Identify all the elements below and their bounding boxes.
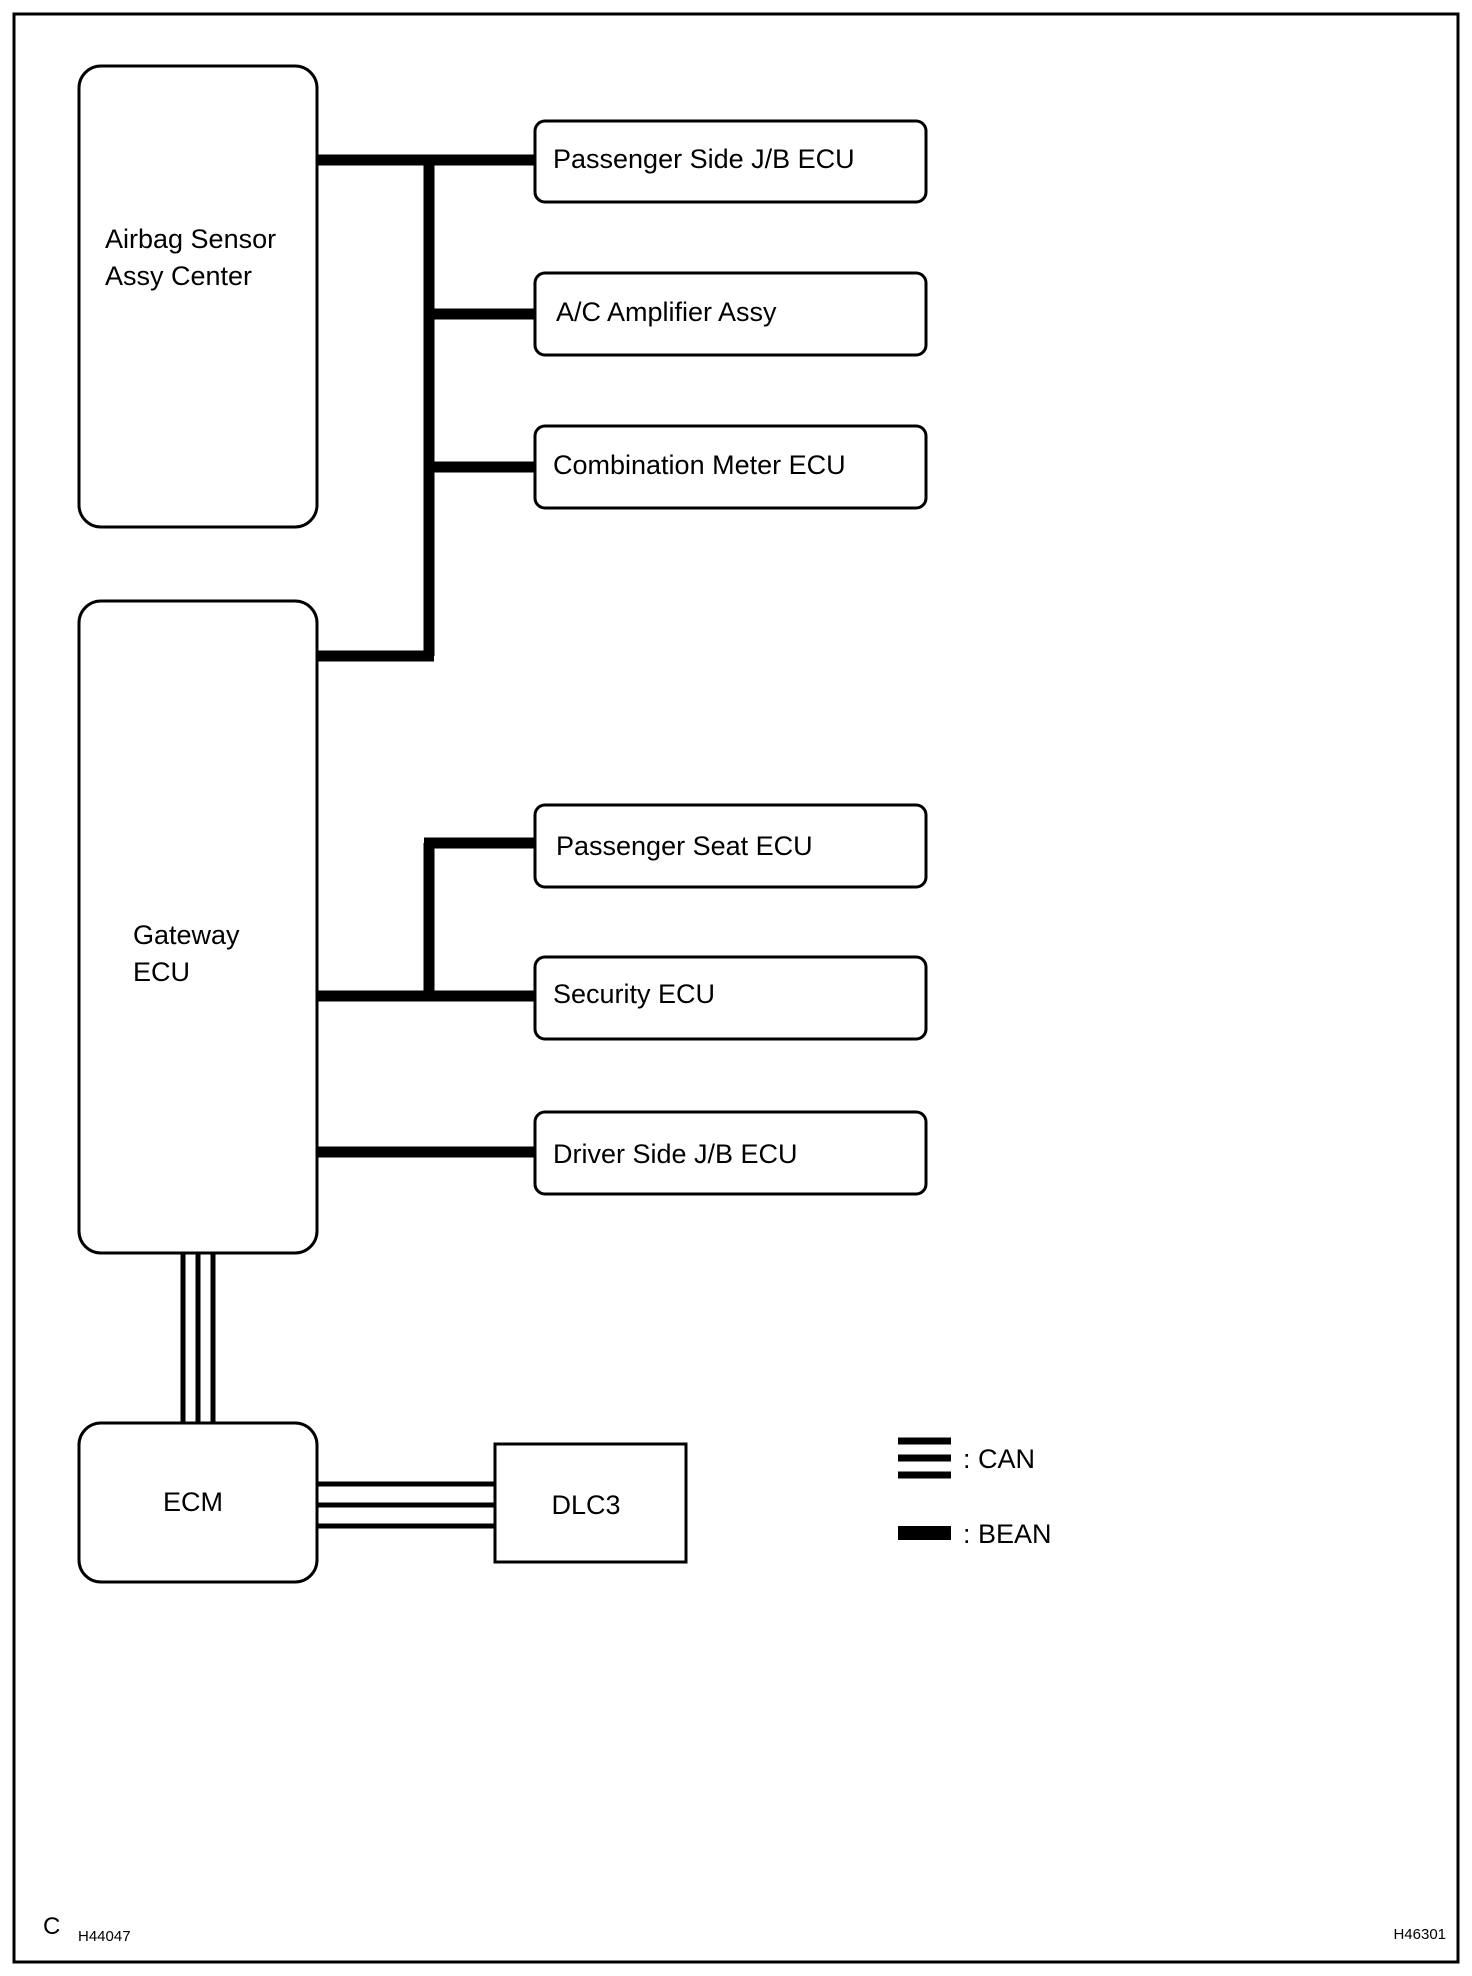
ecm-box bbox=[77, 1421, 319, 1584]
bean-bus-lines bbox=[316, 154, 534, 1158]
footer-code-left: H44047 bbox=[78, 1928, 131, 1945]
passenger-jb-ecu-label: Passenger Side J/B ECU bbox=[553, 144, 855, 174]
combination-meter-box bbox=[533, 424, 928, 510]
can-bus-lines bbox=[180, 1252, 495, 1529]
ecm-label: ECM bbox=[163, 1487, 223, 1517]
page-frame bbox=[12, 12, 1460, 1964]
ac-amplifier-box bbox=[533, 271, 928, 357]
gateway-ecu-label: Gateway ECU bbox=[133, 920, 247, 987]
dlc3-label: DLC3 bbox=[551, 1490, 620, 1520]
footer-code-right: H46301 bbox=[1393, 1926, 1446, 1943]
security-ecu-label: Security ECU bbox=[553, 979, 715, 1009]
passenger-jb-ecu-box bbox=[533, 119, 928, 204]
legend-bean-label: : BEAN bbox=[963, 1519, 1052, 1549]
legend-can-label: : CAN bbox=[963, 1444, 1035, 1474]
ac-amplifier-label: A/C Amplifier Assy bbox=[556, 297, 777, 327]
airbag-sensor-label: Airbag Sensor Assy Center bbox=[105, 224, 284, 291]
gateway-ecu-box bbox=[77, 599, 319, 1255]
legend-can-swatch bbox=[898, 1437, 951, 1479]
security-ecu-box bbox=[533, 955, 928, 1041]
footer-letter: C bbox=[43, 1913, 60, 1940]
driver-jb-ecu-label: Driver Side J/B ECU bbox=[553, 1139, 798, 1169]
driver-jb-ecu-box bbox=[533, 1110, 928, 1196]
passenger-seat-ecu-label: Passenger Seat ECU bbox=[556, 831, 813, 861]
legend: : CAN : BEAN bbox=[898, 1437, 1052, 1549]
airbag-sensor-box bbox=[77, 64, 319, 529]
dlc3-box bbox=[493, 1442, 688, 1564]
passenger-seat-ecu-box bbox=[533, 803, 928, 889]
combination-meter-label: Combination Meter ECU bbox=[553, 450, 846, 480]
